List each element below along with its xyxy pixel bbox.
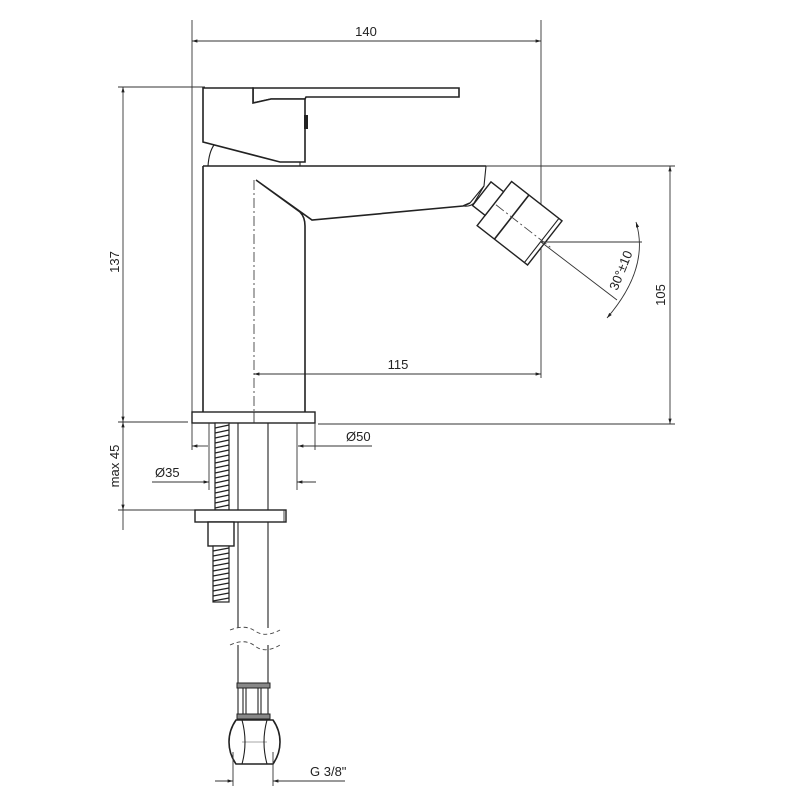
dimension-spout-reach: 115 <box>253 180 541 420</box>
max-deck-label: max 45 <box>107 445 122 488</box>
dimension-aerator-angle: 30°±10 <box>540 221 642 319</box>
supply-hose <box>229 423 281 683</box>
hose-nut <box>228 682 281 765</box>
width-label: 140 <box>355 24 377 39</box>
height-label: 137 <box>107 251 122 273</box>
handle-indicator-mark <box>304 115 308 129</box>
dimension-overall-width: 140 <box>191 20 542 412</box>
threaded-stud <box>214 422 230 511</box>
dimension-max-deck: max 45 <box>107 422 195 530</box>
base-diameter-label: Ø50 <box>346 429 371 444</box>
lower-stud <box>207 521 235 603</box>
dimension-base-diameter: Ø50 <box>191 423 372 450</box>
dimension-thread: G 3/8" <box>215 752 347 786</box>
thread-label: G 3/8" <box>310 764 347 779</box>
base-flange <box>191 411 316 424</box>
dimension-overall-height: 137 <box>107 86 205 423</box>
spout-reach-label: 115 <box>388 357 409 372</box>
mounting-plate <box>194 509 287 523</box>
spout <box>255 179 471 227</box>
mixer-body <box>202 87 487 412</box>
hole-diameter-label: Ø35 <box>155 465 180 480</box>
dimension-hole-diameter: Ø35 <box>152 423 316 490</box>
dimension-spout-height: 105 <box>318 165 675 425</box>
swivel-aerator <box>471 180 564 266</box>
spout-height-label: 105 <box>653 284 668 306</box>
angle-label: 30°±10 <box>606 248 635 292</box>
